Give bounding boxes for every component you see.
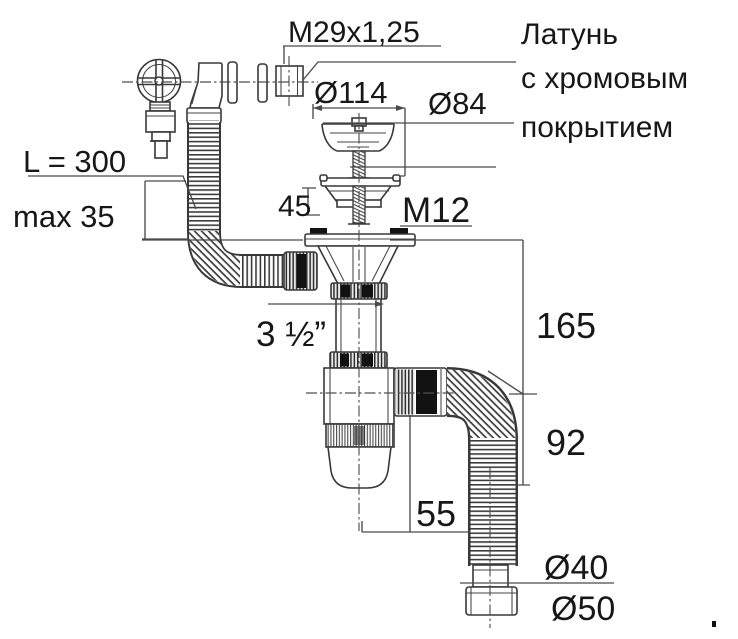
label-dia50: Ø50 [551, 590, 615, 628]
label-dia114: Ø114 [314, 75, 388, 110]
outlet-nut [393, 367, 448, 417]
centerlines [122, 56, 491, 628]
dim-3half-leader [268, 301, 384, 307]
label-dia84: Ø84 [428, 86, 487, 121]
overflow-inlet-nut [283, 251, 318, 291]
label-3half: 3 ½” [256, 315, 326, 354]
dim-hose-length-leader [28, 175, 197, 210]
dim-material-leader [302, 61, 516, 81]
label-45: 45 [278, 190, 311, 223]
dim-45 [302, 187, 320, 216]
label-material-line3: покрытием [521, 111, 673, 144]
label-material-line2: с хромовым [521, 62, 688, 95]
strainer-basket [319, 174, 401, 225]
outlet-corrugated-hose [445, 367, 518, 616]
label-92: 92 [546, 422, 586, 463]
overflow-grille [136, 58, 182, 159]
label-165: 165 [536, 305, 596, 346]
drain-cover-cap [321, 117, 395, 179]
dim-dia114 [312, 104, 406, 177]
gasket-washer-2 [257, 63, 268, 103]
label-material-line1: Латунь [521, 18, 618, 51]
overflow-corrugated-hose [187, 120, 284, 288]
dim-max35 [142, 180, 188, 240]
dim-chain-165-92 [487, 240, 537, 486]
label-m12: M12 [402, 191, 470, 230]
label-55: 55 [416, 493, 456, 534]
funnel-body [304, 233, 416, 300]
label-thread-m29: M29x1,25 [288, 16, 420, 49]
label-max35: max 35 [13, 199, 115, 234]
stray-mark [712, 621, 716, 627]
dim-55 [361, 415, 470, 533]
dim-m29-leader [283, 45, 441, 64]
label-dia40: Ø40 [544, 549, 608, 587]
label-hose-length: L = 300 [23, 144, 126, 179]
tailpipe [329, 299, 388, 369]
sink-flange-gasket [310, 228, 408, 234]
overflow-elbow [186, 62, 223, 124]
